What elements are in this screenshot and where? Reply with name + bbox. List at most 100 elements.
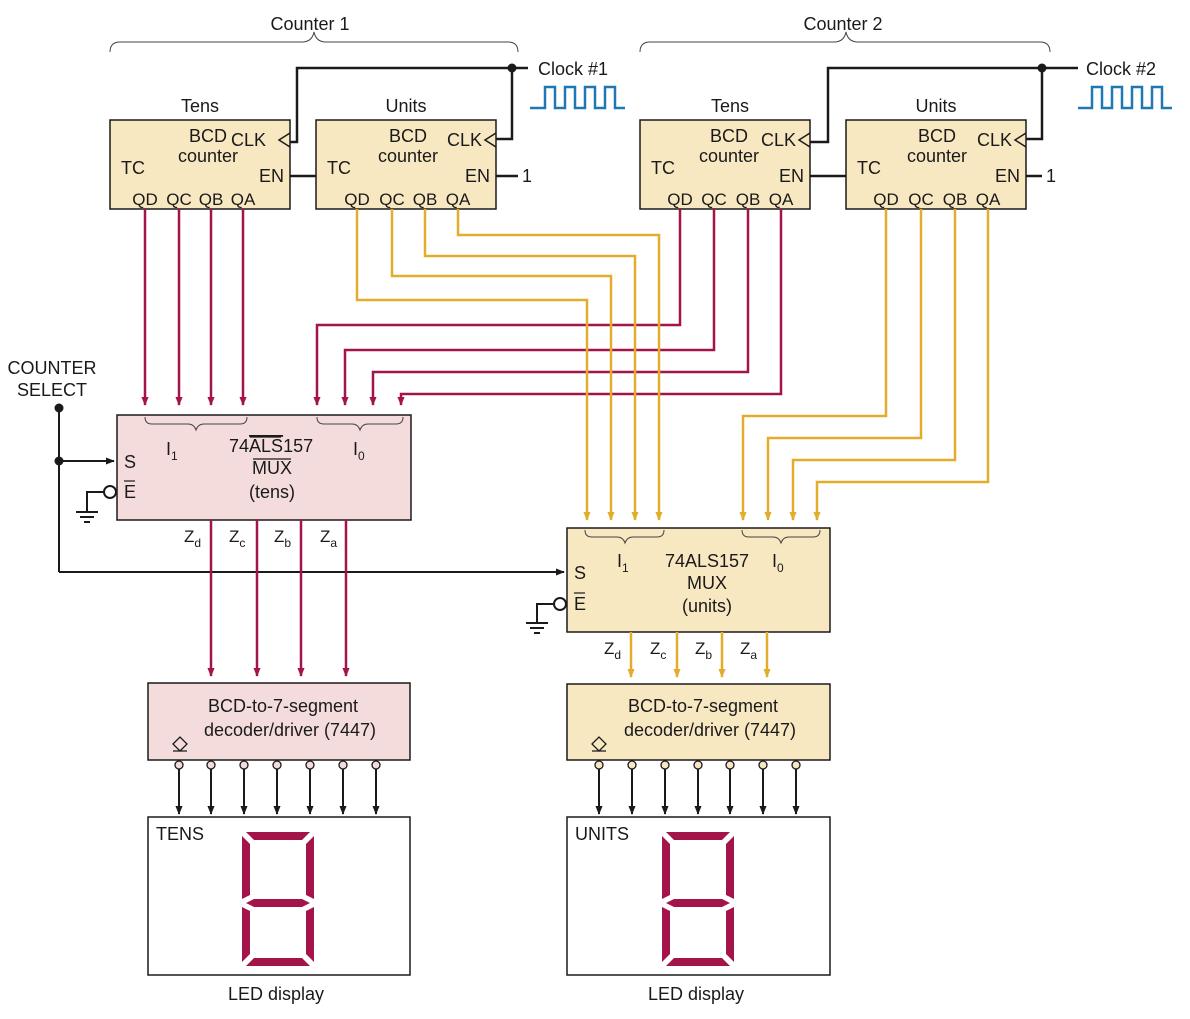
mux-tens-zd-pin: Zd: [184, 527, 201, 550]
counter1-tens-qd-pin: QD: [132, 190, 158, 209]
display-tens: TENS LED display: [147, 816, 411, 1004]
mux-units-i1-label: I1: [617, 551, 629, 575]
counter2-tens-en-pin: EN: [779, 166, 804, 186]
counter2-label: Counter 2: [803, 14, 882, 34]
mux-tens-part-label: 74ALS157: [229, 436, 313, 456]
decoder-units-line2: decoder/driver (7447): [624, 720, 796, 740]
decoder-tens-output-terminals: [174, 760, 381, 770]
counter2-units-qb-pin: QB: [943, 190, 968, 209]
counter2-units-counter-label: counter: [907, 146, 967, 166]
counter-select-wiring: [58, 410, 565, 576]
decoder-tens-to-display-wires: [175, 769, 380, 815]
counter1-tens-qb-pin: QB: [199, 190, 224, 209]
counter1-tens-en-pin: EN: [259, 166, 284, 186]
display-units: UNITS LED display: [566, 816, 831, 1004]
counter1-units-bcd-label: BCD: [389, 126, 427, 146]
display-units-seven-segment-digit: [662, 832, 734, 966]
mux-tens-zc-pin: Zc: [229, 527, 245, 550]
mux-tens-za-pin: Za: [320, 527, 337, 550]
counter-select-junction: [54, 456, 64, 466]
counter1-units-qb-pin: QB: [413, 190, 438, 209]
counter1-units-block: Units BCD counter CLK TC EN QD QC QB QA: [315, 96, 497, 210]
decoder-units-to-display-wires: [595, 769, 800, 815]
mux-tens-e-pin: E: [124, 482, 136, 502]
mux-units-to-decoder-wires: [627, 632, 771, 678]
decoder-tens-line2: decoder/driver (7447): [204, 720, 376, 740]
mux-units-part-label: 74ALS157: [665, 551, 749, 571]
mux-units-type-label: MUX: [687, 573, 727, 593]
counter1-units-clk-pin: CLK: [447, 130, 482, 150]
counter2-units-block: Units BCD counter CLK TC EN QD QC QB QA: [845, 96, 1027, 210]
clock2-wiring: [810, 66, 1078, 144]
counter2-tens-qc-pin: QC: [701, 190, 727, 209]
counter2-units-qd-pin: QD: [873, 190, 899, 209]
mux-tens-type-label: MUX: [252, 458, 292, 478]
counter1-tens-counter-label: counter: [178, 146, 238, 166]
counter1-label: Counter 1: [270, 14, 349, 34]
mux-units-e-pin: E: [574, 594, 586, 614]
counter2-tens-block: Tens BCD counter CLK TC EN QD QC QB QA: [639, 96, 811, 210]
decoder-tens-open-collector-icon: [172, 736, 188, 752]
mux-tens-i1-label: I1: [166, 439, 178, 463]
display-tens-label: TENS: [156, 824, 204, 844]
counter1-units-title: Units: [385, 96, 426, 116]
counter1-tens-block: Tens BCD counter CLK TC EN QD QC QB QA: [109, 96, 291, 210]
decoder-units-open-collector-icon: [591, 736, 607, 752]
mux-tens-zb-pin: Zb: [274, 527, 291, 550]
counter1-tens-clk-pin: CLK: [231, 130, 266, 150]
display-tens-caption: LED display: [228, 984, 324, 1004]
counter2-units-to-mux-units-wires: [739, 209, 990, 521]
counter1-units-qd-pin: QD: [344, 190, 370, 209]
counter1-tens-tc-pin: TC: [121, 158, 145, 178]
mux-tens-to-decoder-wires: [207, 520, 350, 677]
counter-select-terminal[interactable]: [54, 403, 64, 413]
mux-units-role-label: (units): [682, 596, 732, 616]
counter1-units-qa-pin: QA: [446, 190, 471, 209]
counter1-units-to-mux-units-wires: [355, 209, 663, 521]
display-units-label: UNITS: [575, 824, 629, 844]
mux-units-block: I1 I0 74ALS157 MUX (units) S E Zd Zc Zb …: [566, 527, 831, 662]
clock2-label: Clock #2: [1086, 59, 1156, 79]
mux-units-i0-label: I0: [772, 551, 784, 575]
mux-units-enable-ground-icon: [526, 597, 567, 634]
clock2-waveform-icon: [1078, 85, 1172, 110]
counter2-tens-qa-pin: QA: [769, 190, 794, 209]
mux-units-zb-pin: Zb: [695, 639, 712, 662]
counter2-en-constant: 1: [1046, 166, 1056, 186]
mux-tens-role-label: (tens): [249, 482, 295, 502]
mux-tens-enable-ground-icon: [76, 485, 117, 523]
counter2-units-bcd-label: BCD: [918, 126, 956, 146]
counter2-units-title: Units: [915, 96, 956, 116]
decoder-units-output-terminals: [594, 760, 801, 770]
mux-units-zc-pin: Zc: [650, 639, 666, 662]
counter1-tens-to-mux-tens-wires: [141, 209, 247, 406]
counter1-brace: [109, 31, 519, 53]
mux-units-zd-pin: Zd: [604, 639, 621, 662]
clock2-junction: [1037, 63, 1047, 73]
counter2-tens-title: Tens: [711, 96, 749, 116]
clock1-waveform-icon: [530, 85, 625, 110]
clock1-label: Clock #1: [538, 59, 608, 79]
counter2-units-qa-pin: QA: [976, 190, 1001, 209]
counter1-units-counter-label: counter: [378, 146, 438, 166]
mux-units-s-pin: S: [574, 563, 586, 583]
display-units-caption: LED display: [648, 984, 744, 1004]
decoder-tens-block: BCD-to-7-segment decoder/driver (7447): [147, 682, 411, 761]
counter1-tens-qc-pin: QC: [166, 190, 192, 209]
decoder-units-line1: BCD-to-7-segment: [628, 696, 778, 716]
counter2-units-tc-pin: TC: [857, 158, 881, 178]
counter1-tens-qa-pin: QA: [231, 190, 256, 209]
decoder-units-block: BCD-to-7-segment decoder/driver (7447): [566, 683, 831, 761]
counter1-units-qc-pin: QC: [379, 190, 405, 209]
counter2-tens-counter-label: counter: [699, 146, 759, 166]
counter-select-label-line1: COUNTER: [8, 358, 97, 378]
counter2-tens-qd-pin: QD: [667, 190, 693, 209]
clock1-junction: [507, 63, 517, 73]
mux-tens-s-pin: S: [124, 452, 136, 472]
mux-tens-block: I1 I0 74ALS157 MUX (tens) S E Zd Zc Zb Z…: [116, 414, 412, 550]
counter2-units-qc-pin: QC: [908, 190, 934, 209]
counter-select-label-line2: SELECT: [17, 380, 87, 400]
counter2-tens-qb-pin: QB: [736, 190, 761, 209]
decoder-tens-line1: BCD-to-7-segment: [208, 696, 358, 716]
